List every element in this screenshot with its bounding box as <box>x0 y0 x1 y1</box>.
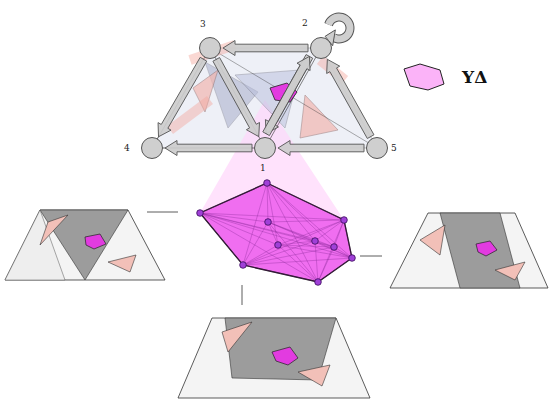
graph-edge <box>200 213 334 247</box>
graph-edge <box>278 245 334 247</box>
legend-swatch <box>400 62 446 92</box>
graph-edge <box>344 220 352 258</box>
legend: YΔ <box>400 62 487 92</box>
graph-vertex <box>312 238 319 245</box>
node-number: 4 <box>124 143 130 153</box>
graph-vertex <box>197 210 204 217</box>
graph-edge <box>243 245 278 265</box>
state-circle: 4 <box>141 137 163 159</box>
graph-edge <box>243 258 352 265</box>
state-circle: 5 <box>366 137 388 159</box>
graph-vertex <box>331 244 338 251</box>
legend-label: YΔ <box>462 67 487 87</box>
graph-edge <box>278 220 344 245</box>
graph-edge <box>267 183 352 258</box>
graph-edge <box>200 213 352 258</box>
state-circle: 3 <box>199 37 221 59</box>
graph-edge <box>243 247 334 265</box>
graph-edge <box>267 183 315 241</box>
magenta-polygon <box>197 180 356 286</box>
graph-edge <box>267 183 344 220</box>
graph-edge <box>200 213 278 245</box>
transition-arrow <box>213 58 260 137</box>
graph-edge <box>200 213 268 222</box>
graph-edge <box>334 220 344 247</box>
state-circle: 2 <box>310 37 332 59</box>
node-number: 1 <box>260 163 266 173</box>
graph-edge <box>315 220 344 241</box>
transition-arrow <box>327 59 374 138</box>
graph-edge <box>243 183 267 265</box>
transition-arrow <box>263 56 310 135</box>
graph-vertex <box>240 262 247 269</box>
graph-vertex <box>264 180 271 187</box>
graph-vertex <box>265 219 272 226</box>
graph-edge <box>278 245 318 282</box>
graph-edge <box>243 265 318 282</box>
graph-vertex <box>315 279 322 286</box>
node-number: 3 <box>200 19 206 29</box>
graph-edge <box>200 213 318 282</box>
transition-arrow <box>278 141 364 156</box>
transition-arrow <box>158 57 207 136</box>
trapezoid-figure <box>178 285 370 398</box>
graph-edge <box>318 258 352 282</box>
graph-edge <box>200 213 344 220</box>
graph-edge <box>268 220 344 222</box>
node-number: 2 <box>302 18 308 28</box>
graph-vertex <box>341 217 348 224</box>
transition-arrow <box>223 41 308 56</box>
graph-edge <box>200 183 267 213</box>
graph-edge <box>315 241 318 282</box>
graph-edge <box>318 247 334 282</box>
trapezoid-figure <box>5 210 178 280</box>
state-circle: 1 <box>254 137 276 159</box>
transition-arrow <box>165 141 252 156</box>
graph-edge <box>200 213 243 265</box>
graph-edge <box>268 222 318 282</box>
node-number: 5 <box>391 143 397 153</box>
trapezoid-figure <box>360 213 548 288</box>
graph-vertex <box>275 242 282 249</box>
graph-edge <box>278 241 315 245</box>
graph-vertex <box>349 255 356 262</box>
